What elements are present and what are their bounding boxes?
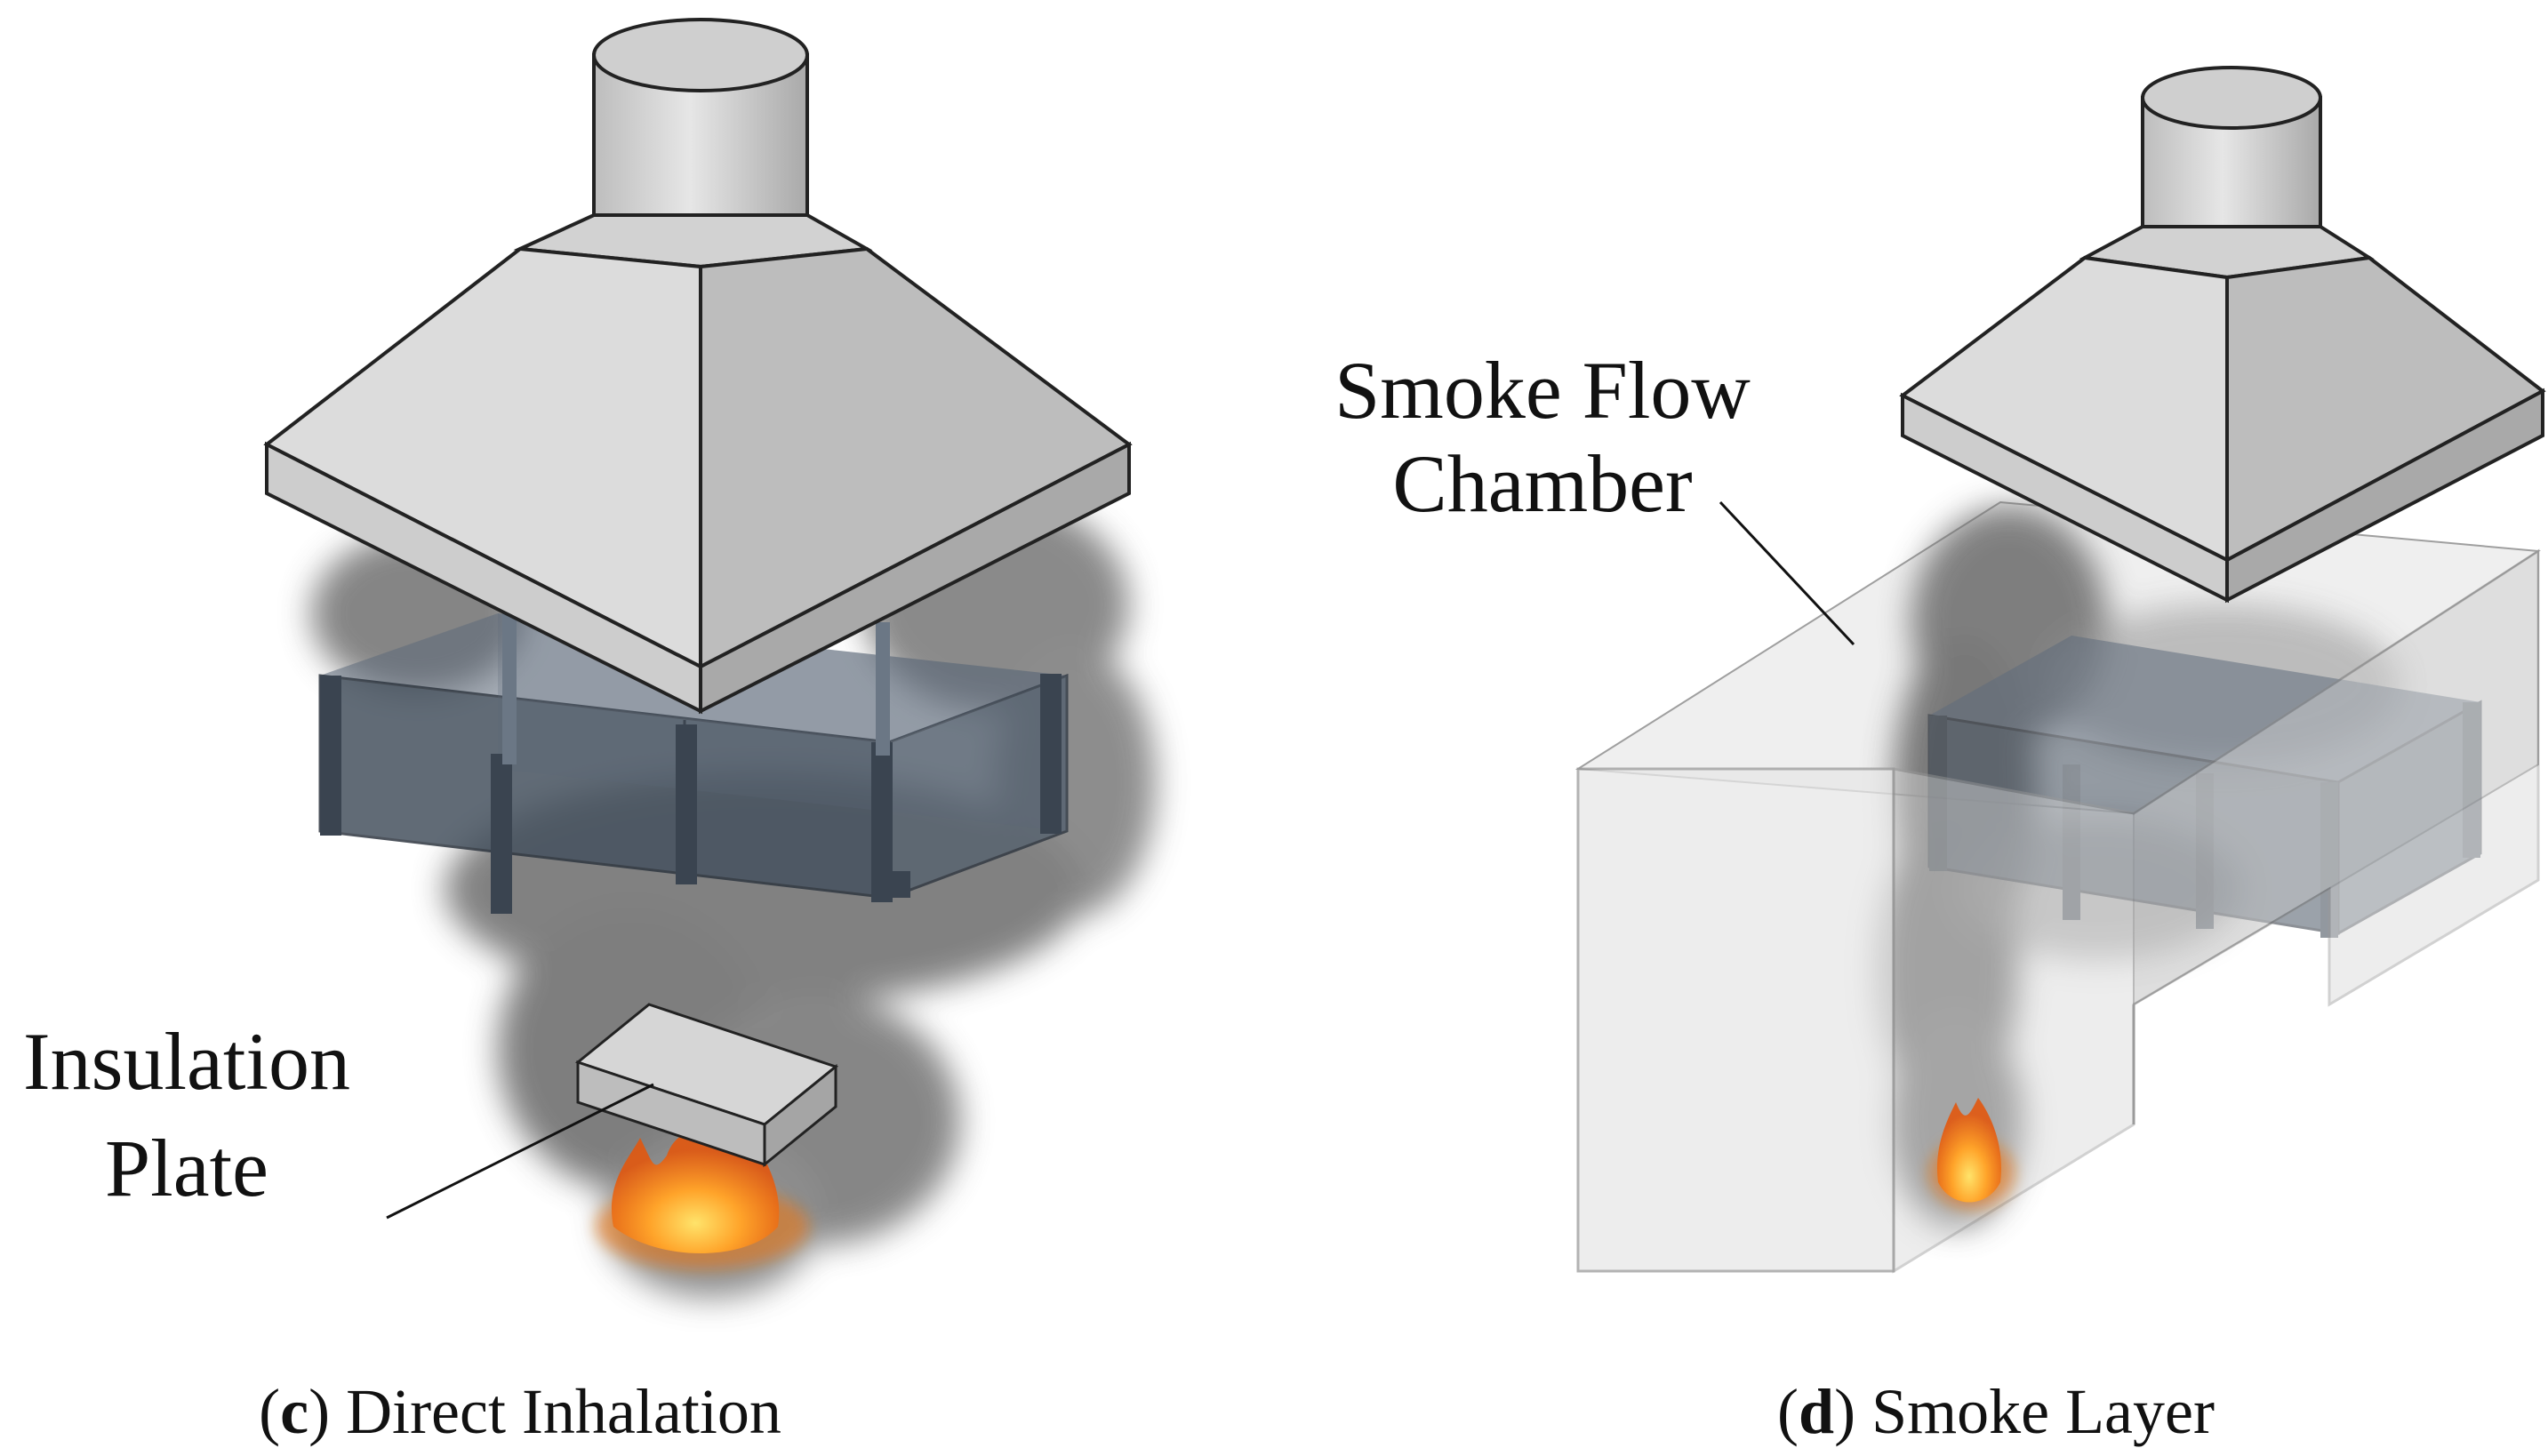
panel-c-caption: (c) Direct Inhalation (259, 1376, 781, 1447)
panel-c-exhaust-hood (263, 18, 1133, 715)
panel-d-caption-text: Smoke Layer (1871, 1376, 2215, 1447)
panel-d-fire (1929, 1098, 2015, 1209)
smoke-flow-chamber-label-line1: Smoke Flow (1334, 345, 1751, 436)
panel-c-caption-letter: c (280, 1376, 308, 1447)
panel-d-caption: (d) Smoke Layer (1777, 1376, 2215, 1447)
panel-d-glass-box (1927, 636, 2482, 938)
panel-c-direct-inhalation: Insulation Plate (c) Direct Inhalation (23, 18, 1156, 1447)
panel-d-caption-letter: d (1799, 1376, 1834, 1447)
panel-d-smoke-layer: Smoke Flow Chamber (d) Smoke Layer (1334, 66, 2546, 1447)
insulation-plate-label-line2: Plate (105, 1123, 268, 1213)
insulation-plate (574, 1003, 839, 1168)
panel-c-caption-text: Direct Inhalation (346, 1376, 781, 1447)
panel-c-fire (596, 1132, 809, 1269)
insulation-plate-leader-line (386, 1083, 654, 1220)
panel-d-exhaust-hood (1899, 66, 2546, 604)
smoke-flow-chamber-front (1576, 548, 2540, 1274)
smoke-flow-chamber-leader-line (1719, 500, 1855, 646)
insulation-plate-label-line1: Insulation (23, 1016, 350, 1107)
smoke-flow-chamber-label-line2: Chamber (1392, 438, 1692, 529)
